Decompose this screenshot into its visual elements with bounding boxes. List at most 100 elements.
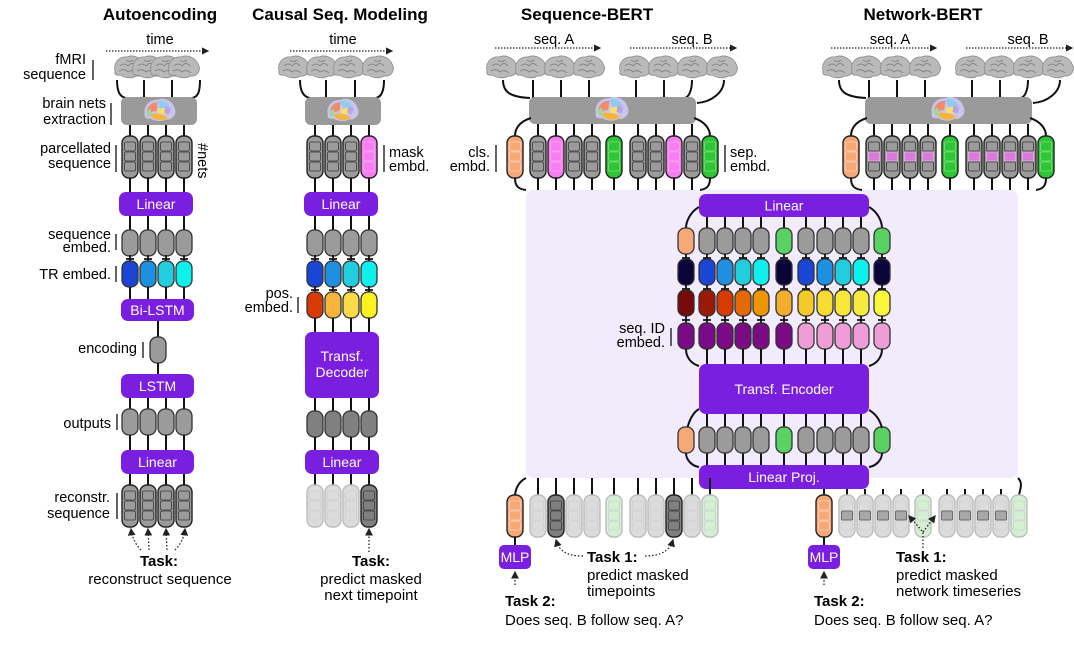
mlp-label: MLP — [810, 549, 839, 565]
token-cell-highlight — [959, 510, 971, 521]
token-cell — [124, 490, 136, 501]
output-token — [342, 410, 360, 438]
pos-embedding-token — [873, 289, 891, 317]
token-cell — [509, 500, 521, 511]
brain-scan-icon — [515, 55, 547, 79]
parcellated-token — [157, 135, 175, 179]
token-cell — [509, 510, 521, 521]
token-cell — [345, 141, 357, 152]
tr-embedding-token — [360, 260, 378, 288]
linear-block-label: Linear — [765, 198, 804, 214]
task2-description: Does seq. B follow seq. A? — [505, 612, 683, 629]
panel-title-causal: Causal Seq. Modeling — [252, 5, 428, 24]
token-cell — [868, 161, 880, 172]
token-cell — [845, 141, 857, 152]
faded-token — [629, 494, 647, 538]
token-cell — [509, 520, 521, 531]
linear-block-label: Linear — [138, 454, 177, 470]
token-cell — [818, 520, 830, 531]
seq-id-embedding-token — [873, 322, 891, 350]
parcellated-token — [306, 135, 324, 179]
pos-embedding-token — [342, 291, 360, 319]
parcellated-token — [629, 135, 647, 179]
token-cell — [327, 151, 339, 162]
task1-description: timepoints — [587, 583, 655, 600]
tr-embedding-token — [852, 258, 870, 286]
parcellated-token — [121, 135, 139, 179]
token-cell — [650, 161, 662, 172]
token-cell — [668, 520, 680, 531]
token-cell — [178, 161, 190, 172]
faded-sep-token — [605, 494, 623, 538]
decoder-label: Transf. — [320, 348, 363, 364]
token-cell — [363, 161, 375, 172]
token-cell — [124, 151, 136, 162]
output-token — [157, 408, 175, 436]
faded-network-token — [974, 494, 992, 538]
token-cell — [886, 141, 898, 152]
token-cell — [1004, 161, 1016, 172]
token-cell — [309, 141, 321, 152]
faded-network-token — [938, 494, 956, 538]
faded-network-token — [838, 494, 856, 538]
connector-curve — [685, 206, 700, 229]
cls-label: embd. — [450, 159, 490, 175]
pos-embedding-token — [698, 289, 716, 317]
token-cell-highlight — [841, 510, 853, 521]
task1-title: Task 1: — [587, 549, 638, 566]
sequence-embedding-token — [121, 229, 139, 257]
token-cell — [532, 500, 544, 511]
token-cell — [345, 510, 357, 521]
seq-id-label: seq. ID — [619, 321, 665, 337]
token-cell-highlight — [895, 510, 907, 521]
outputs-label: outputs — [63, 416, 111, 432]
token-cell — [142, 510, 154, 521]
linear-block-label: Linear — [323, 454, 362, 470]
encoding-token — [149, 336, 167, 364]
token-cell — [124, 141, 136, 152]
token-cell — [160, 141, 172, 152]
seq-b-label: seq. B — [1007, 32, 1048, 48]
token-cell-highlight — [886, 151, 898, 162]
brain-scan-icon — [306, 55, 338, 79]
output-token — [816, 426, 834, 454]
mask-label: embd. — [389, 159, 429, 175]
token-cell — [327, 161, 339, 172]
parcellated-token — [324, 135, 342, 179]
faded-token — [583, 494, 601, 538]
fmri-label: fMRI — [55, 52, 86, 68]
sequence-embedding-token — [157, 229, 175, 257]
token-cell — [550, 510, 562, 521]
token-cell — [586, 151, 598, 162]
token-cell — [877, 520, 889, 531]
brain-scan-icon — [706, 55, 738, 79]
token-cell — [532, 151, 544, 162]
seq-id-embedding-token — [834, 322, 852, 350]
sequence-embedding-token — [342, 229, 360, 257]
token-cell — [608, 161, 620, 172]
token-cell — [841, 520, 853, 531]
linear-block — [699, 194, 869, 217]
tr-embedding-token — [677, 258, 695, 286]
token-cell-highlight — [922, 151, 934, 162]
token-cell — [608, 500, 620, 511]
task1-description: predict masked — [587, 567, 689, 584]
seq-a-label: seq. A — [534, 32, 575, 48]
faded-token — [324, 484, 342, 528]
sequence-label: sequence — [23, 67, 86, 83]
token-cell — [345, 500, 357, 511]
token-cell — [686, 520, 698, 531]
token-cell — [345, 161, 357, 172]
token-cell — [532, 141, 544, 152]
token-cell — [160, 500, 172, 511]
token-cell — [345, 151, 357, 162]
token-cell — [668, 161, 680, 172]
token-cell — [895, 520, 907, 531]
token-cell — [704, 151, 716, 162]
linear-proj-block-label: Linear Proj. — [748, 469, 820, 485]
token-cell — [532, 520, 544, 531]
recon-label: reconstr. — [54, 490, 110, 506]
brain-scan-icon — [955, 55, 987, 79]
output-token — [175, 408, 193, 436]
sep-token — [701, 135, 719, 179]
